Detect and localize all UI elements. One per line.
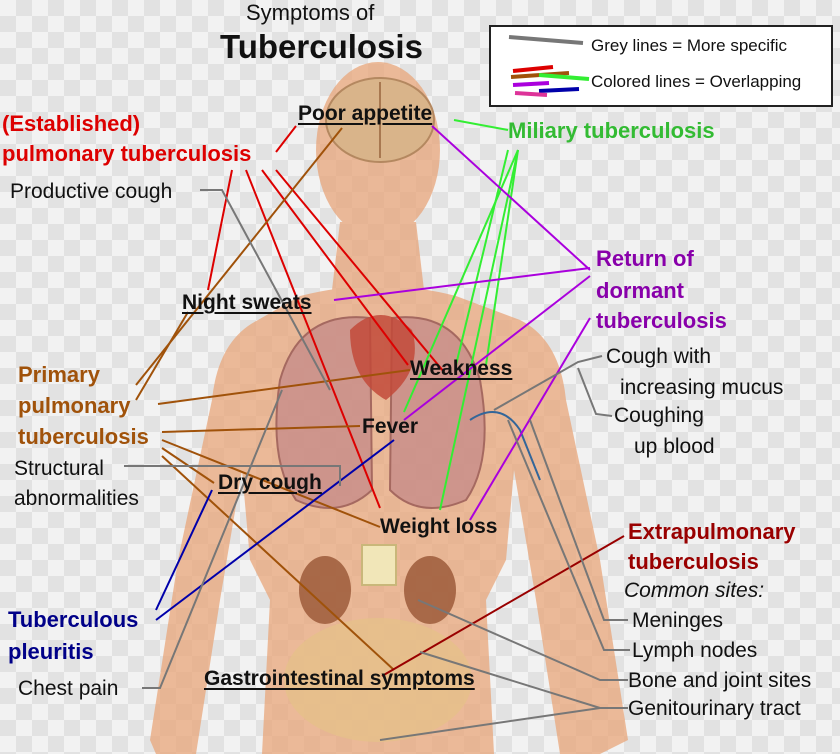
spine-shape	[361, 544, 397, 586]
site-genitourinary: Genitourinary tract	[628, 697, 801, 720]
specific-productive-cough: Productive cough	[10, 180, 173, 203]
established-lines	[207, 125, 445, 509]
established-label-1: (Established)	[2, 111, 141, 136]
legend-box: Grey lines = More specific Colored lines…	[489, 25, 833, 107]
right-lung-shape	[388, 316, 486, 509]
pleuritis-label-2: pleuritis	[8, 639, 94, 664]
symptom-fever: Fever	[362, 415, 419, 438]
site-bone-joint: Bone and joint sites	[628, 669, 812, 692]
right-kidney-shape	[404, 556, 456, 624]
specific-lines	[124, 189, 630, 741]
specific-structural-1: Structural	[14, 457, 104, 480]
return-label-2: dormant	[596, 278, 684, 303]
legend-swatches	[508, 35, 590, 97]
primary-label-1: Primary	[18, 362, 100, 387]
left-lung-shape	[275, 316, 374, 509]
pleuritis-label-1: Tuberculous	[8, 607, 139, 632]
specific-chest-pain: Chest pain	[18, 677, 119, 700]
legend-colored-text: Colored lines = Overlapping	[591, 72, 802, 91]
extrapulmonary-label-1: Extrapulmonary	[628, 519, 796, 544]
legend-grey-text: Grey lines = More specific	[591, 36, 788, 55]
heart-shape	[350, 315, 415, 400]
symptom-poor-appetite: Poor appetite	[298, 102, 433, 125]
symptom-weakness: Weakness	[410, 357, 513, 380]
intestine-shape	[284, 618, 472, 742]
specific-structural-2: abnormalities	[14, 487, 139, 510]
miliary-lines	[403, 119, 519, 511]
symptom-gastrointestinal: Gastrointestinal symptoms	[204, 667, 475, 690]
specific-cough-mucus-2: increasing mucus	[620, 376, 784, 399]
primary-label-3: tuberculosis	[18, 424, 149, 449]
symptom-weight-loss: Weight loss	[380, 515, 498, 538]
return-label-3: tuberculosis	[596, 308, 727, 333]
primary-label-2: pulmonary	[18, 393, 131, 418]
symptom-dry-cough: Dry cough	[218, 471, 322, 494]
primary-lines	[135, 127, 411, 671]
site-lymph-nodes: Lymph nodes	[632, 639, 758, 662]
return-label-1: Return of	[596, 246, 694, 271]
specific-coughing-blood-1: Coughing	[614, 404, 704, 427]
site-meninges: Meninges	[632, 609, 724, 632]
left-kidney-shape	[299, 556, 351, 624]
symptom-night-sweats: Night sweats	[182, 291, 312, 314]
page-title: Tuberculosis	[220, 28, 423, 65]
established-label-2: pulmonary tuberculosis	[2, 141, 252, 166]
extrapulmonary-label-2: tuberculosis	[628, 549, 759, 574]
specific-coughing-blood-2: up blood	[634, 435, 715, 458]
miliary-label: Miliary tuberculosis	[508, 118, 715, 143]
title-line-1: Symptoms of	[246, 0, 375, 25]
specific-cough-mucus-1: Cough with	[606, 345, 712, 368]
return-lines	[333, 125, 591, 521]
common-sites-label: Common sites:	[624, 579, 765, 602]
pleuritis-lines	[155, 439, 395, 621]
